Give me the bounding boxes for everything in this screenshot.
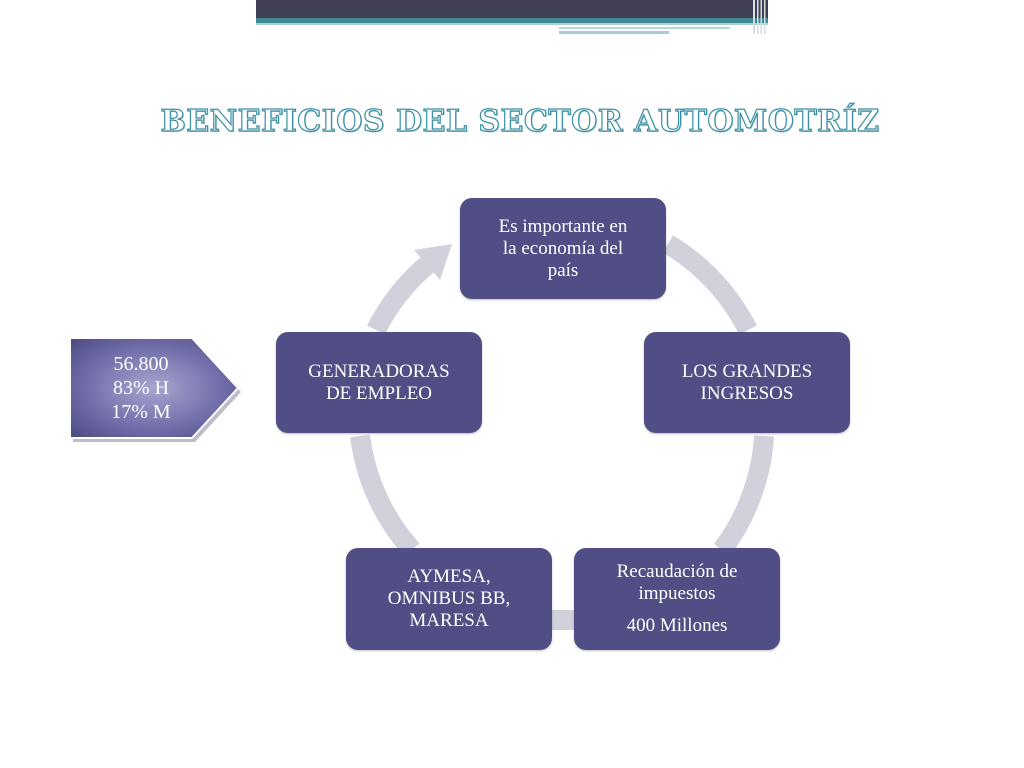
node-economia: Es importante en la economía del país: [460, 198, 666, 299]
node-empleo-line-1: GENERADORAS: [308, 360, 450, 382]
callout-women: 17% M: [111, 401, 171, 423]
callout-arrow-shape: [69, 337, 241, 442]
node-empresas-line-2: OMNIBUS BB,: [387, 588, 511, 609]
node-ingresos: LOS GRANDES INGRESOS: [644, 332, 850, 433]
node-empresas-line-1: AYMESA,: [407, 566, 491, 587]
cycle-arrowhead: [414, 244, 452, 280]
node-recaudacion-amount: 400 Millones: [626, 615, 728, 636]
employment-callout: 56.800 83% H 17% M: [68, 336, 214, 440]
callout-total: 56.800: [113, 353, 169, 375]
node-economia-line-3: país: [547, 259, 579, 281]
cycle-arrow-4: [350, 434, 420, 557]
node-empresas: AYMESA, OMNIBUS BB, MARESA: [346, 548, 552, 650]
node-empleo-line-2: DE EMPLEO: [325, 382, 433, 404]
callout-men: 83% H: [112, 377, 170, 399]
cycle-arrow-2: [713, 435, 774, 557]
node-recaudacion-line-1: Recaudación de: [616, 561, 738, 582]
cycle-arrow-1: [662, 235, 757, 335]
header-bar: [256, 0, 768, 34]
node-economia-line-1: Es importante en: [498, 215, 628, 237]
slide-title: BENEFICIOS DEL SECTOR AUTOMOTRÍZ: [160, 103, 880, 139]
node-ingresos-line-2: INGRESOS: [700, 382, 794, 404]
node-recaudacion: Recaudación de impuestos 400 Millones: [574, 548, 780, 650]
node-recaudacion-line-2: impuestos: [638, 583, 716, 604]
node-empleo: GENERADORAS DE EMPLEO: [276, 332, 482, 433]
cycle-arrow-5: [367, 256, 435, 335]
node-ingresos-line-1: LOS GRANDES: [681, 360, 813, 382]
node-empresas-line-3: MARESA: [409, 610, 489, 631]
node-economia-line-2: la economía del: [502, 237, 624, 259]
